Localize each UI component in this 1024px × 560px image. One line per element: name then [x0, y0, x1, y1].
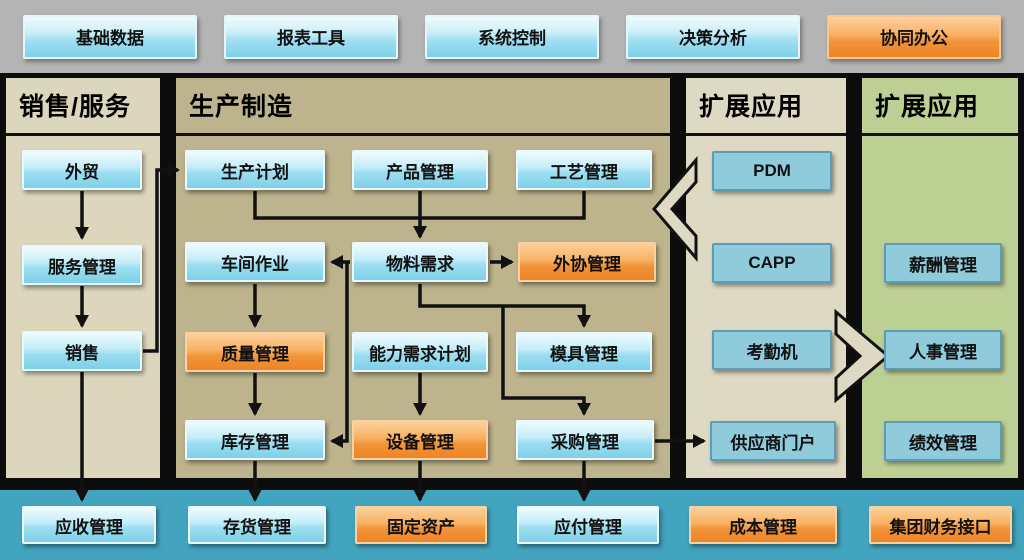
node-production-plan[interactable]: 生产计划 [185, 150, 325, 190]
node-purchase-mgmt[interactable]: 采购管理 [516, 420, 654, 460]
button-report-tools[interactable]: 报表工具 [224, 14, 398, 59]
node-cost-mgmt[interactable]: 成本管理 [689, 506, 837, 544]
node-hr-mgmt[interactable]: 人事管理 [884, 330, 1002, 370]
node-fixed-assets[interactable]: 固定资产 [355, 506, 487, 544]
node-outsourcing-mgmt[interactable]: 外协管理 [518, 242, 656, 282]
button-collab-office[interactable]: 协同办公 [827, 14, 1001, 59]
node-group-finance-interface[interactable]: 集团财务接口 [869, 506, 1012, 544]
node-product-mgmt[interactable]: 产品管理 [352, 150, 488, 190]
node-service-mgmt[interactable]: 服务管理 [22, 245, 142, 285]
node-attendance-machine[interactable]: 考勤机 [712, 330, 832, 370]
column-extend-1-title: 扩展应用 [686, 78, 846, 136]
finance-band [0, 490, 1024, 560]
node-payroll-mgmt[interactable]: 薪酬管理 [884, 243, 1002, 283]
node-payables-mgmt[interactable]: 应付管理 [517, 506, 659, 544]
node-performance-mgmt[interactable]: 绩效管理 [884, 421, 1002, 461]
node-supplier-portal[interactable]: 供应商门户 [710, 421, 836, 461]
column-extend-2-title: 扩展应用 [862, 78, 1018, 136]
node-capacity-requirements-plan[interactable]: 能力需求计划 [352, 332, 488, 372]
node-capp[interactable]: CAPP [712, 243, 832, 283]
node-stock-mgmt[interactable]: 存货管理 [188, 506, 326, 544]
node-shopfloor-job[interactable]: 车间作业 [185, 242, 325, 282]
node-quality-mgmt[interactable]: 质量管理 [185, 332, 325, 372]
column-production-title: 生产制造 [176, 78, 670, 136]
column-sales-service-title: 销售/服务 [6, 78, 160, 136]
button-decision-analysis[interactable]: 决策分析 [626, 14, 800, 59]
node-sales[interactable]: 销售 [22, 331, 142, 371]
node-inventory-mgmt[interactable]: 库存管理 [185, 420, 325, 460]
node-foreign-trade[interactable]: 外贸 [22, 150, 142, 190]
node-process-mgmt[interactable]: 工艺管理 [516, 150, 652, 190]
button-basic-data[interactable]: 基础数据 [23, 14, 197, 59]
node-material-requirements[interactable]: 物料需求 [352, 242, 488, 282]
button-system-control[interactable]: 系统控制 [425, 14, 599, 59]
node-equipment-mgmt[interactable]: 设备管理 [352, 420, 488, 460]
node-receivables-mgmt[interactable]: 应收管理 [22, 506, 156, 544]
top-module-bar: 基础数据 报表工具 系统控制 决策分析 协同办公 [0, 0, 1024, 73]
node-pdm[interactable]: PDM [712, 151, 832, 191]
node-mold-mgmt[interactable]: 模具管理 [516, 332, 652, 372]
